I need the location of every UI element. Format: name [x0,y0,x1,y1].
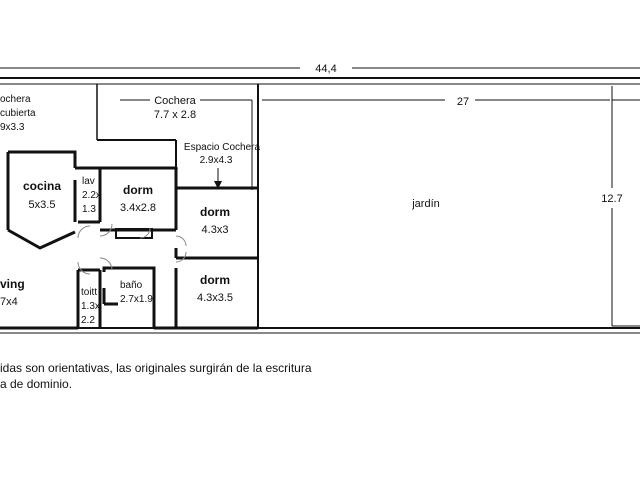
toilet-size-1: 1.3x [81,301,100,312]
lav-name: lav [82,176,95,187]
cochera-size: 7.7 x 2.8 [154,109,196,121]
garden-area: jardín [411,198,440,210]
room-toilet: toitt 1.3x 2.2 [81,287,100,326]
espacio-cochera-name: Espacio Cochera [184,142,261,153]
cochera-cubierta-size: 9x3.3 [0,122,25,133]
total-length-dimension: 44,4 [0,63,640,75]
jardin-name: jardín [411,198,440,210]
disclaimer-line-2: a de dominio. [0,377,73,391]
room-dorm-1: dorm 3.4x2.8 [120,183,156,214]
room-cocina: cocina 5x3.5 [23,179,61,211]
living-name: ving [0,277,25,291]
room-bano: baño 2.7x1.9 [120,280,153,305]
room-dorm-2: dorm 4.3x3 [200,205,230,236]
cocina-name: cocina [23,179,61,193]
cocina-size: 5x3.5 [29,199,56,211]
lav-size-2: 1.3 [82,204,96,215]
room-lav: lav 2.2x 1.3 [82,176,101,215]
toilet-name: toitt [81,287,97,298]
cochera-walls [96,84,253,190]
cochera-cubierta-line1: ochera [0,94,31,105]
garden-depth-label: 12.7 [601,193,622,205]
lav-size-1: 2.2x [82,190,101,201]
dorm-2-size: 4.3x3 [202,224,229,236]
garden-length-label: 27 [457,96,469,108]
door-swings [77,223,187,275]
room-cochera: Cochera 7.7 x 2.8 [154,95,197,121]
garden-depth-dimension: 12.7 [601,86,640,327]
dorm-1-size: 3.4x2.8 [120,202,156,214]
cochera-name: Cochera [154,95,196,107]
dorm-3-size: 4.3x3.5 [197,292,233,304]
lot-boundary [0,77,640,334]
dorm-3-name: dorm [200,273,230,287]
room-living: ving 7x4 [0,277,25,308]
disclaimer-line-1: idas son orientativas, las originales su… [0,361,312,375]
garden-length-dimension: 27 [262,96,610,108]
dorm-2-name: dorm [200,205,230,219]
espacio-cochera-size: 2.9x4.3 [200,155,233,166]
bano-name: baño [120,280,143,291]
bano-size: 2.7x1.9 [120,294,153,305]
room-espacio-cochera: Espacio Cochera 2.9x4.3 [184,142,261,166]
dorm-1-name: dorm [123,183,153,197]
total-length-label: 44,4 [315,63,336,75]
house-walls [0,150,258,330]
living-size: 7x4 [0,296,18,308]
toilet-size-2: 2.2 [81,315,95,326]
room-dorm-3: dorm 4.3x3.5 [197,273,233,304]
disclaimer-note: idas son orientativas, las originales su… [0,360,640,392]
cochera-cubierta-line2: cubierta [0,108,36,119]
room-cochera-cubierta: ochera cubierta 9x3.3 [0,94,36,133]
